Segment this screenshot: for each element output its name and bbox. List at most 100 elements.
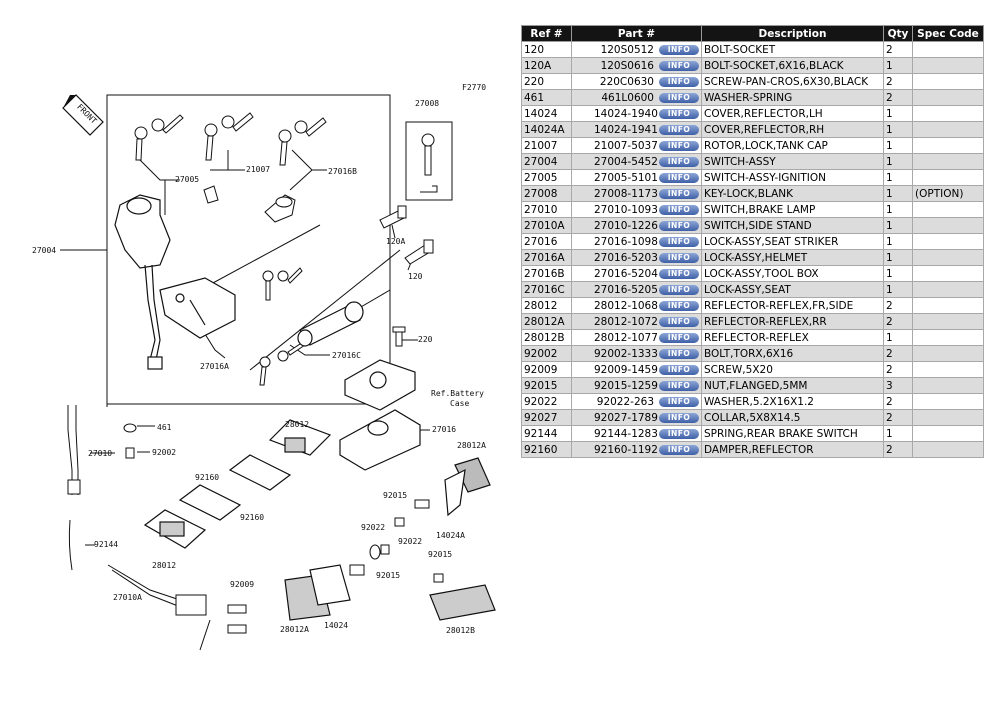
- info-button[interactable]: INFO: [659, 332, 699, 343]
- ref-cell: 92027: [521, 409, 572, 426]
- reflectors: [143, 419, 496, 621]
- info-button[interactable]: INFO: [659, 364, 699, 375]
- info-button[interactable]: INFO: [659, 380, 699, 391]
- ref-cell: 14024: [521, 105, 572, 122]
- part-number: 27010-1093: [594, 203, 658, 216]
- washer-icons: [123, 423, 444, 583]
- info-button[interactable]: INFO: [659, 252, 699, 263]
- spec-code-cell: [912, 441, 984, 458]
- seat-lock-cylinder: [297, 301, 364, 347]
- info-button[interactable]: INFO: [659, 428, 699, 439]
- info-button[interactable]: INFO: [659, 396, 699, 407]
- description-cell: LOCK-ASSY,SEAT: [701, 281, 884, 298]
- ref-cell: 21007: [521, 137, 572, 154]
- ref-cell: 220: [521, 73, 572, 90]
- spec-code-cell: [912, 425, 984, 442]
- info-button[interactable]: INFO: [659, 284, 699, 295]
- ref-cell: 28012A: [521, 313, 572, 330]
- info-button[interactable]: INFO: [659, 412, 699, 423]
- ref-cell: 27010: [521, 201, 572, 218]
- callout-14024a: 14024A: [436, 531, 465, 540]
- qty-cell: 2: [883, 393, 913, 410]
- description-cell: NUT,FLANGED,5MM: [701, 377, 884, 394]
- ref-cell: 92002: [521, 345, 572, 362]
- spec-code-cell: [912, 41, 984, 58]
- info-button[interactable]: INFO: [659, 444, 699, 455]
- qty-cell: 2: [883, 41, 913, 58]
- battery-note-line1: Ref.Battery: [431, 389, 484, 398]
- info-button[interactable]: INFO: [659, 92, 699, 103]
- qty-cell: 2: [883, 361, 913, 378]
- qty-cell: 1: [883, 233, 913, 250]
- info-button[interactable]: INFO: [659, 172, 699, 183]
- part-number: 120S0512: [600, 43, 654, 56]
- description-cell: ROTOR,LOCK,TANK CAP: [701, 137, 884, 154]
- ref-cell: 120A: [521, 57, 572, 74]
- key-blank-box: [405, 121, 453, 201]
- callout-27005: 27005: [175, 175, 199, 184]
- part-number: 28012-1077: [594, 331, 658, 344]
- info-button[interactable]: INFO: [659, 124, 699, 135]
- info-button[interactable]: INFO: [659, 268, 699, 279]
- description-cell: KEY-LOCK,BLANK: [701, 185, 884, 202]
- spec-code-cell: [912, 169, 984, 186]
- part-cell: 120S0512 INFO: [571, 41, 702, 58]
- info-button[interactable]: INFO: [659, 204, 699, 215]
- part-number: 92009-1459: [594, 363, 658, 376]
- part-number: 27005-5101: [594, 171, 658, 184]
- qty-cell: 2: [883, 441, 913, 458]
- description-cell: REFLECTOR-REFLEX: [701, 329, 884, 346]
- info-button[interactable]: INFO: [659, 236, 699, 247]
- helmet-lock: [159, 277, 236, 339]
- description-cell: BOLT-SOCKET: [701, 41, 884, 58]
- info-button[interactable]: INFO: [659, 76, 699, 87]
- ref-cell: 461: [521, 89, 572, 106]
- part-number: 92015-1259: [594, 379, 658, 392]
- info-button[interactable]: INFO: [659, 188, 699, 199]
- info-button[interactable]: INFO: [659, 44, 699, 55]
- description-cell: BOLT,TORX,6X16: [701, 345, 884, 362]
- callout-220: 220: [418, 335, 433, 344]
- info-button[interactable]: INFO: [659, 348, 699, 359]
- callout-27008: 27008: [415, 99, 439, 108]
- spec-code-cell: [912, 281, 984, 298]
- ref-cell: 28012: [521, 297, 572, 314]
- ref-cell: 92022: [521, 393, 572, 410]
- info-button[interactable]: INFO: [659, 140, 699, 151]
- info-button[interactable]: INFO: [659, 300, 699, 311]
- qty-cell: 1: [883, 57, 913, 74]
- info-button[interactable]: INFO: [659, 60, 699, 71]
- ref-cell: 120: [521, 41, 572, 58]
- spec-code-cell: [912, 137, 984, 154]
- ref-cell: 92009: [521, 361, 572, 378]
- callout-27010: 27010: [88, 449, 112, 458]
- description-cell: LOCK-ASSY,HELMET: [701, 249, 884, 266]
- info-button[interactable]: INFO: [659, 220, 699, 231]
- callout-21007: 21007: [246, 165, 270, 174]
- qty-cell: 1: [883, 185, 913, 202]
- callout-27004: 27004: [32, 246, 56, 255]
- spec-code-cell: [912, 329, 984, 346]
- description-cell: DAMPER,REFLECTOR: [701, 441, 884, 458]
- info-button[interactable]: INFO: [659, 156, 699, 167]
- callout-28012-b: 28012: [152, 561, 176, 570]
- info-button[interactable]: INFO: [659, 108, 699, 119]
- spec-code-cell: [912, 345, 984, 362]
- info-button[interactable]: INFO: [659, 316, 699, 327]
- part-number: 27004-5452: [594, 155, 658, 168]
